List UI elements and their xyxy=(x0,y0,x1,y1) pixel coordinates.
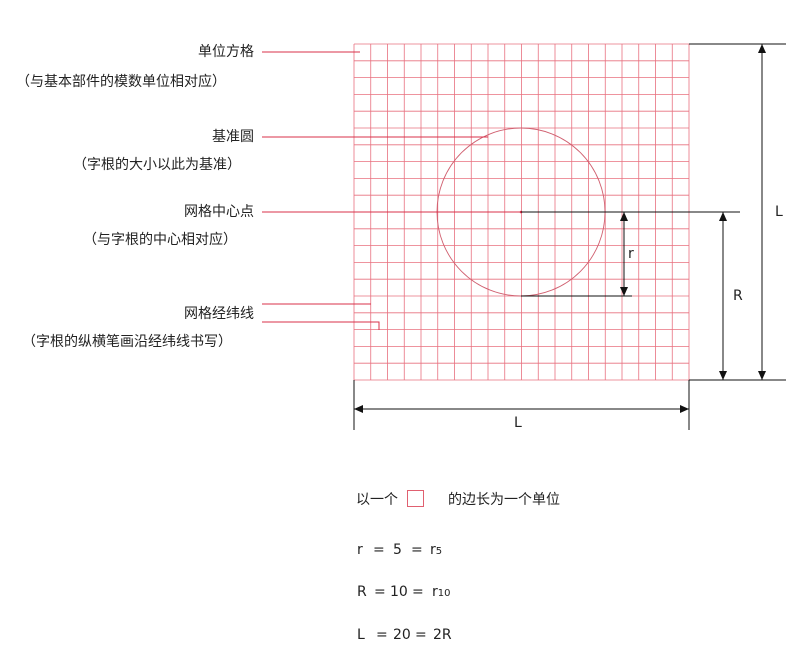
dim-label-R: R xyxy=(733,288,743,304)
label-center-point-title: 网格中心点 xyxy=(184,204,254,220)
dimension-arrows xyxy=(354,44,766,413)
unit-square-swatch xyxy=(407,490,424,507)
dim-label-r: r xyxy=(628,246,634,262)
arrow xyxy=(758,44,766,53)
arrow xyxy=(758,371,766,380)
label-reference-circle-title: 基准圆 xyxy=(212,129,254,145)
label-center-point-desc: （与字根的中心相对应） xyxy=(83,232,237,248)
eq-R-sub: 10 xyxy=(437,588,451,599)
dimension-lines xyxy=(353,43,786,430)
arrow xyxy=(719,371,727,380)
label-grid-lines-desc: （字根的纵横笔画沿经纬线书写） xyxy=(22,334,232,350)
eq-L-eq: = xyxy=(376,627,388,643)
eq-r-eq: = xyxy=(373,542,385,558)
dim-label-L-bottom: L xyxy=(514,415,522,431)
arrow xyxy=(620,287,628,296)
annotation-leaders xyxy=(262,51,521,330)
dim-label-L-right: L xyxy=(775,204,783,220)
leader-grid-line-b xyxy=(262,321,380,330)
eq-r-sub: 5 xyxy=(435,546,443,557)
arrow xyxy=(719,212,727,221)
eq-r-sym: r5 xyxy=(430,542,443,558)
eq-L-num: 20 xyxy=(393,627,411,643)
eq-R-num: 10 xyxy=(390,584,408,600)
legend-unit-suffix: 的边长为一个单位 xyxy=(448,492,560,508)
eq-R-eq: = xyxy=(374,584,386,600)
eq-L-left: L xyxy=(357,627,365,643)
label-reference-circle-desc: （字根的大小以此为基准） xyxy=(73,157,241,173)
eq-L-sym: 2R xyxy=(433,627,452,643)
label-grid-lines-title: 网格经纬线 xyxy=(184,306,254,322)
legend-unit-prefix: 以一个 xyxy=(356,492,398,508)
arrow xyxy=(680,405,689,413)
arrow xyxy=(354,405,363,413)
eq-L-eq2: = xyxy=(415,627,427,643)
eq-R-left: R xyxy=(357,584,367,600)
eq-r-eq2: = xyxy=(411,542,423,558)
label-unit-square-desc: （与基本部件的模数单位相对应） xyxy=(16,74,226,90)
arrow xyxy=(620,212,628,221)
eq-R-eq2: = xyxy=(412,584,424,600)
eq-r-left: r xyxy=(357,542,363,558)
eq-R-sym: r10 xyxy=(432,584,451,600)
eq-r-num: 5 xyxy=(393,542,402,558)
label-unit-square-title: 单位方格 xyxy=(198,44,254,60)
